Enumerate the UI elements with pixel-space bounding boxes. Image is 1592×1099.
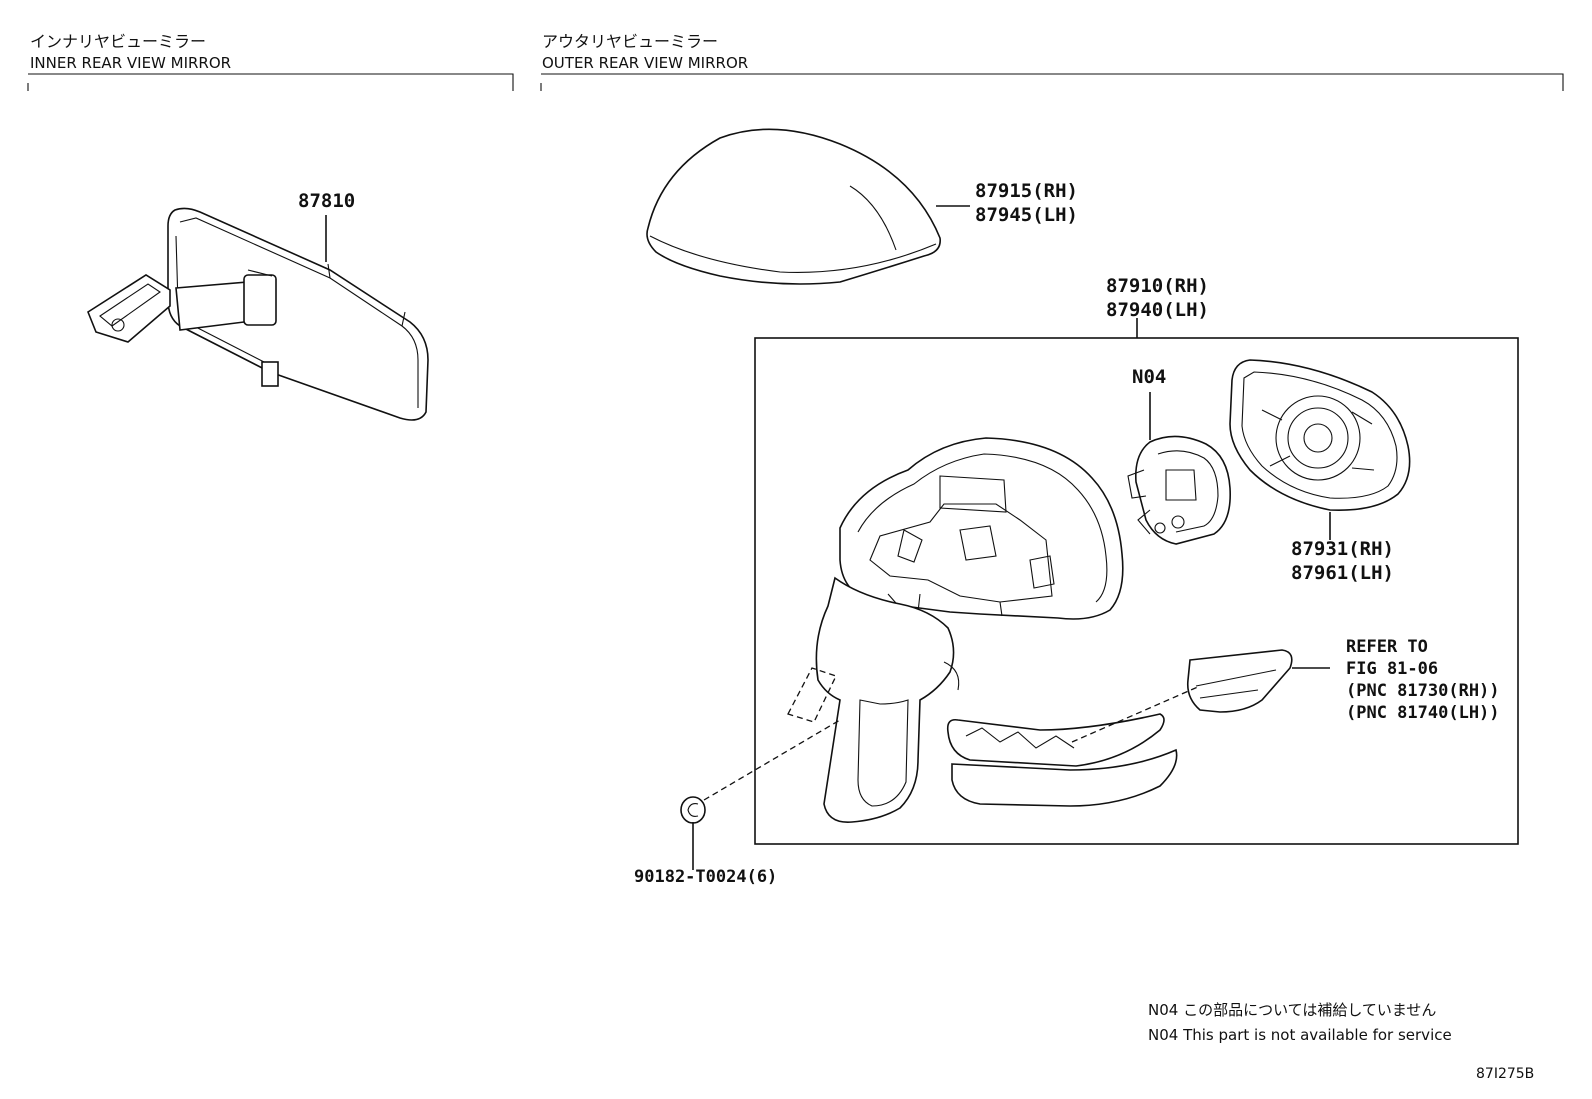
motor-unit-drawing (1127, 435, 1231, 545)
refer-line-1: REFER TO (1346, 637, 1428, 657)
refer-line-4[interactable]: (PNC 81740(LH)) (1346, 703, 1500, 723)
outer-section-bracket (540, 73, 1564, 91)
mirror-cover-drawing (646, 128, 941, 285)
figure-id: 87I275B (1476, 1066, 1535, 1082)
mirror-housing-drawing (815, 437, 1124, 823)
note-jp: N04 この部品については補給していません (1148, 1001, 1437, 1019)
part-number-87961[interactable]: 87961(LH) (1291, 562, 1394, 584)
part-number-87945[interactable]: 87945(LH) (975, 204, 1078, 226)
part-number-90182[interactable]: 90182-T0024(6) (634, 867, 778, 887)
outer-title-jp: アウタリヤビューミラー (542, 32, 719, 51)
refer-line-2[interactable]: FIG 81-06 (1346, 659, 1439, 679)
mirror-glass-drawing (1229, 359, 1411, 511)
dashed-guide-lines (703, 667, 1201, 801)
note-en: N04 This part is not available for servi… (1148, 1026, 1452, 1044)
part-number-87810[interactable]: 87810 (298, 190, 356, 212)
refer-line-3[interactable]: (PNC 81730(RH)) (1346, 681, 1500, 701)
inner-title-en: INNER REAR VIEW MIRROR (30, 54, 232, 72)
inner-section-bracket (27, 73, 514, 91)
screw-drawing (680, 796, 706, 824)
part-number-87931[interactable]: 87931(RH) (1291, 538, 1394, 560)
inner-mirror-drawing (87, 207, 429, 421)
part-number-n04[interactable]: N04 (1132, 366, 1167, 388)
part-number-87940[interactable]: 87940(LH) (1106, 299, 1209, 321)
garnish-drawing (946, 713, 1178, 807)
part-number-87915[interactable]: 87915(RH) (975, 180, 1078, 202)
outer-title-en: OUTER REAR VIEW MIRROR (542, 54, 749, 72)
part-number-87910[interactable]: 87910(RH) (1106, 275, 1209, 297)
side-turn-lamp-drawing (1186, 649, 1293, 713)
inner-title-jp: インナリヤビューミラー (30, 32, 207, 51)
